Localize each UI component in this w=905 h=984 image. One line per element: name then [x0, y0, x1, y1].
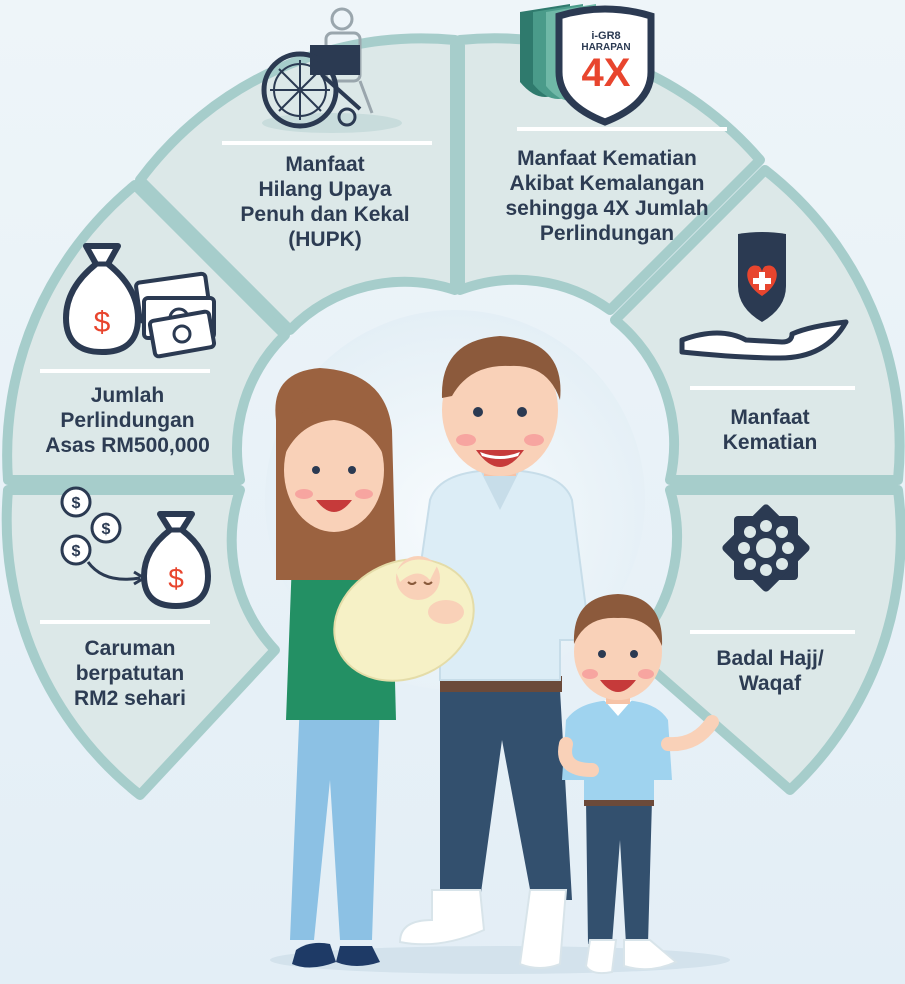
svg-text:$: $: [94, 306, 111, 339]
label-accident-line: Manfaat Kematian: [517, 147, 697, 170]
islamic-star-pattern-icon: [722, 504, 810, 592]
label-hupk-line: Penuh dan Kekal: [240, 203, 410, 226]
separators: [40, 127, 855, 634]
boy-figure: [558, 594, 719, 975]
panel-hajj: [625, 485, 905, 795]
label-sum-line: Jumlah: [90, 384, 165, 407]
badge-name: HARAPAN: [581, 42, 631, 53]
svg-text:$: $: [102, 521, 111, 538]
badge-multiplier: 4X: [581, 51, 631, 95]
label-accident: Manfaat Kematian Akibat Kemalangan sehin…: [472, 146, 742, 246]
svg-text:$: $: [72, 495, 81, 512]
label-accident-line: sehingga 4X Jumlah: [505, 197, 709, 220]
label-accident-line: Akibat Kemalangan: [509, 172, 705, 195]
label-accident-line: Perlindungan: [539, 222, 675, 245]
label-hupk-line: (HUPK): [288, 228, 362, 251]
father-figure: [398, 336, 592, 969]
badge-brand: i-GR8: [591, 30, 621, 42]
label-contrib-line: Caruman: [84, 637, 176, 660]
panel-death: [610, 165, 905, 485]
label-death-line: Manfaat: [730, 406, 810, 429]
money-bag-cash-icon: $: [63, 243, 217, 359]
label-sum-line: Asas RM500,000: [45, 434, 210, 457]
label-hajj-line: Badal Hajj/: [716, 647, 824, 670]
label-hajj: Badal Hajj/ Waqaf: [680, 646, 860, 696]
label-hupk-line: Hilang Upaya: [258, 178, 392, 201]
label-death-line: Kematian: [722, 431, 818, 454]
heart-shield-hand-icon: [679, 232, 849, 361]
label-death: Manfaat Kematian: [680, 405, 860, 455]
label-hupk: Manfaat Hilang Upaya Penuh dan Kekal (HU…: [200, 152, 450, 252]
coins-to-bag-icon: $ $ $ $: [60, 486, 211, 609]
label-contrib-line: berpatutan: [75, 662, 185, 685]
label-hupk-line: Manfaat: [285, 153, 365, 176]
mother-figure: [275, 368, 475, 968]
label-contrib-line: RM2 sehari: [73, 687, 187, 710]
svg-text:$: $: [168, 563, 184, 594]
shield-badge-icon: [520, 4, 655, 126]
family-illustration: [270, 336, 730, 975]
label-sum: Jumlah Perlindungan Asas RM500,000: [20, 383, 235, 458]
svg-text:$: $: [72, 543, 81, 560]
wheelchair-icon: [261, 7, 402, 133]
label-hajj-line: Waqaf: [738, 672, 802, 695]
label-sum-line: Perlindungan: [60, 409, 195, 432]
label-contrib: Caruman berpatutan RM2 sehari: [30, 636, 230, 711]
